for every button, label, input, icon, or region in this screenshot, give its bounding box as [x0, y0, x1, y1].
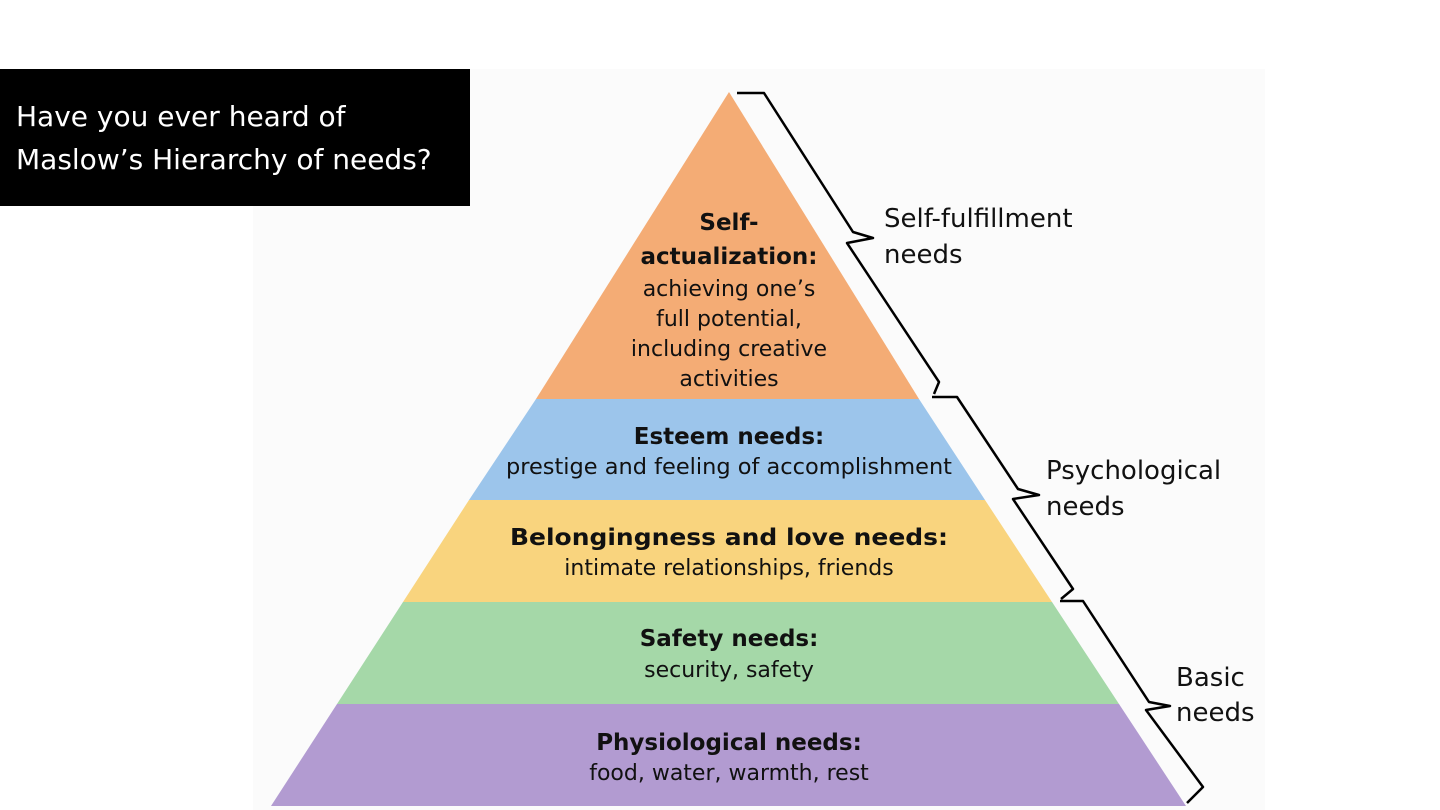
bracket-self-fulfillment: [737, 91, 941, 395]
question-line-1: Have you ever heard of: [16, 100, 346, 133]
basic-label-line-2: needs: [1176, 698, 1255, 728]
category-brackets: [737, 91, 1205, 804]
self-fulfillment-label-line-1: Self-fulfillment: [884, 204, 1073, 234]
question-line-2: Maslow’s Hierarchy of needs?: [16, 143, 432, 176]
self-actualization-title-line-1: Self-: [699, 210, 758, 236]
pyramid-levels: [271, 92, 1186, 806]
level-self-actualization-band: [536, 92, 919, 399]
question-banner: Have you ever heard of Maslow’s Hierarch…: [0, 69, 470, 206]
esteem-desc: prestige and feeling of accomplishment: [506, 455, 952, 480]
bracket-basic: [1060, 599, 1205, 804]
pyramid-labels: Self- actualization: achieving one’s ful…: [506, 210, 952, 786]
self-actualization-desc-line-1: achieving one’s: [643, 277, 816, 302]
self-fulfillment-label-line-2: needs: [884, 240, 963, 270]
level-physiological-band: [271, 704, 1186, 806]
bracket-labels: Self-fulfillment needs Psychological nee…: [884, 204, 1255, 728]
psychological-label-line-2: needs: [1046, 492, 1125, 522]
safety-desc: security, safety: [644, 658, 814, 683]
esteem-title: Esteem needs:: [634, 424, 825, 450]
physiological-desc: food, water, warmth, rest: [589, 761, 869, 786]
self-actualization-title-line-2: actualization:: [641, 244, 818, 270]
self-actualization-desc-line-2: full potential,: [656, 307, 802, 332]
belongingness-desc: intimate relationships, friends: [564, 556, 893, 581]
level-belongingness-band: [403, 500, 1052, 602]
basic-label-line-1: Basic: [1176, 663, 1245, 693]
level-safety-band: [337, 602, 1119, 704]
level-esteem-band: [469, 399, 985, 500]
bracket-psychological: [932, 395, 1075, 600]
self-actualization-desc-line-3: including creative: [631, 337, 827, 362]
belongingness-title: Belongingness and love needs:: [510, 525, 948, 551]
self-actualization-desc-line-4: activities: [679, 367, 778, 392]
safety-title: Safety needs:: [640, 626, 819, 652]
psychological-label-line-1: Psychological: [1046, 456, 1221, 486]
physiological-title: Physiological needs:: [596, 730, 862, 756]
